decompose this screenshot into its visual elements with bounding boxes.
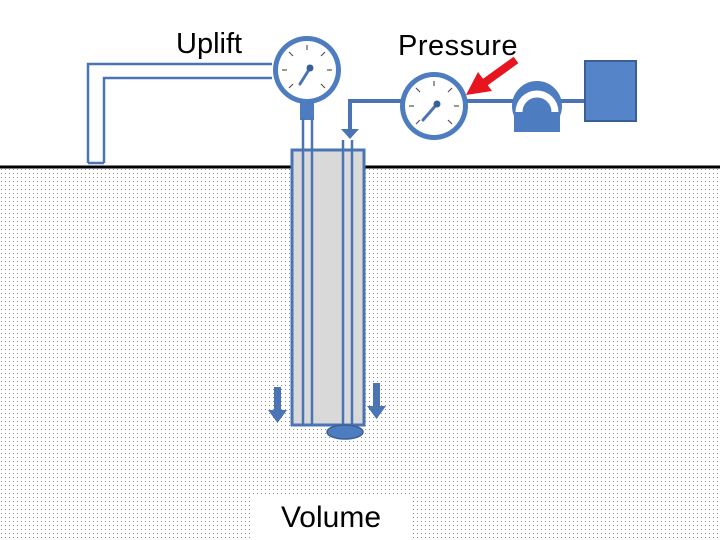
- uplift-rod: [300, 102, 314, 425]
- probe-bottom-cap: [326, 424, 364, 440]
- reservoir-tank-icon: [584, 60, 637, 122]
- red-arrow-icon: [466, 56, 519, 95]
- pressure-gauge-icon: [273, 36, 341, 104]
- uplift-reaction-frame: [86, 62, 272, 165]
- pressure-label: Pressure: [398, 30, 519, 62]
- volume-label: Volume: [250, 495, 412, 540]
- pressure-line: [341, 99, 406, 425]
- down-arrow-icon: [367, 383, 386, 419]
- uplift-label: Uplift: [176, 28, 243, 60]
- down-arrow-icon: [268, 387, 287, 423]
- pressure-gauge-icon: [400, 72, 468, 140]
- pump-icon: [512, 81, 562, 132]
